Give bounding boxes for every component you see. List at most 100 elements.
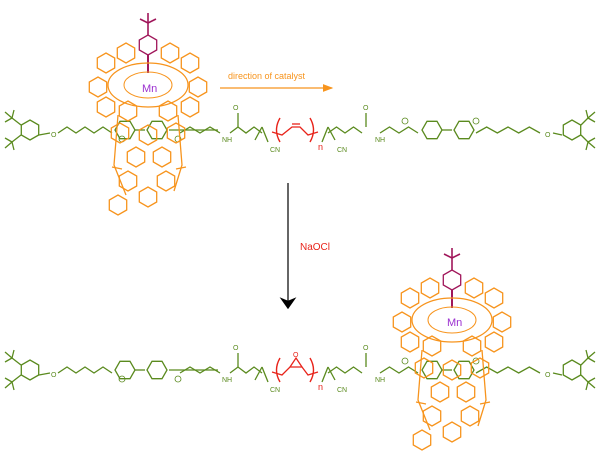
alkene-backbone	[271, 126, 319, 136]
repeat-bracket-left	[275, 117, 281, 143]
positive-charge-icon	[401, 357, 409, 365]
macrocycle-phenyl-ring	[442, 359, 462, 381]
macrocycle-phenyl-ring	[156, 170, 176, 192]
bottom-nh-right: NH	[375, 377, 385, 384]
top-ether-o-right: O	[545, 132, 551, 139]
macrocycle-phenyl-ring	[160, 42, 180, 64]
macrocycle-linker	[477, 349, 487, 427]
methyl-bond	[254, 126, 263, 141]
pentyl-linker-right	[475, 126, 541, 134]
porphyrin-core-inner	[123, 71, 173, 99]
bottom-amide-o-right: O	[363, 345, 369, 352]
top-nh-right: NH	[375, 137, 385, 144]
cyano-bond	[321, 126, 329, 143]
methyl-bond	[327, 366, 336, 381]
tert-butyl-group	[11, 381, 15, 391]
macrocycle-phenyl-ring	[180, 96, 200, 118]
epoxide-backbone	[271, 366, 319, 376]
cyano-bond	[321, 366, 329, 383]
succinyl-linker-right	[327, 126, 363, 134]
bottom-amide-o-left: O	[233, 345, 239, 352]
succinyl-linker-left	[229, 366, 263, 374]
tert-butyl-group	[585, 109, 589, 119]
tert-butyl-group	[585, 349, 589, 359]
macrocycle-phenyl-ring	[412, 429, 432, 451]
macrocycle-phenyl-ring	[118, 170, 138, 192]
bottom-ether-o-left: O	[51, 372, 57, 379]
tert-butyl-group	[11, 141, 15, 151]
pyridinium-ring-right-2	[453, 120, 475, 140]
macrocycle-phenyl-ring	[108, 194, 128, 216]
ether-bond	[38, 372, 51, 376]
positive-charge-icon	[174, 375, 182, 383]
tert-butylpyridine-ring	[442, 269, 462, 291]
top-nh-left: NH	[222, 137, 232, 144]
cyano-bond	[261, 366, 269, 383]
macrocycle-linker	[173, 114, 183, 192]
macrocycle-phenyl-ring	[462, 335, 482, 357]
macrocycle-phenyl-ring	[484, 331, 504, 353]
methyl-bond	[254, 366, 263, 381]
pyridinium-ring-left-2	[146, 360, 168, 380]
top-amide-o-right: O	[363, 105, 369, 112]
bottom-rotaxane	[4, 248, 596, 451]
macrocycle-phenyl-ring	[138, 124, 158, 146]
porphyrin-core	[107, 62, 189, 108]
propyl-linker-right	[379, 126, 419, 134]
tert-butyl-group	[585, 381, 589, 391]
tert-butyl-group	[587, 117, 596, 123]
pentyl-linker-left	[57, 126, 113, 134]
macrocycle-phenyl-ring	[420, 277, 440, 299]
top-amide-o-left: O	[233, 105, 239, 112]
propyl-linker-right	[379, 366, 419, 374]
macrocycle-phenyl-ring	[96, 96, 116, 118]
epoxide-ring	[289, 356, 303, 368]
propyl-linker-left	[179, 126, 221, 134]
tert-butyl-group	[4, 137, 13, 143]
di-tert-butylphenyl-ring-left	[20, 119, 40, 141]
di-tert-butylphenyl-ring-left	[20, 359, 40, 381]
macrocycle-phenyl-ring	[88, 76, 108, 98]
ether-bond	[552, 132, 563, 136]
macrocycle-phenyl-ring	[492, 311, 512, 333]
porphyrin-core	[411, 297, 493, 343]
bottom-metal-label: Mn	[447, 317, 462, 329]
macrocycle-phenyl-ring	[116, 42, 136, 64]
macrocycle-phenyl-ring	[166, 122, 186, 144]
macrocycle-phenyl-ring	[126, 146, 146, 168]
repeat-bracket-left	[275, 357, 281, 383]
positive-charge-icon	[472, 357, 480, 365]
carbonyl-group	[415, 401, 427, 405]
pyridinium-ring-right-2	[453, 360, 475, 380]
macrocycle-phenyl-ring	[96, 52, 116, 74]
tert-butyl-group	[587, 357, 596, 363]
macrocycle-phenyl-ring	[138, 186, 158, 208]
tert-butylpyridine-ring	[138, 34, 158, 56]
macrocycle-phenyl-ring	[400, 331, 420, 353]
macrocycle-phenyl-ring	[158, 100, 178, 122]
macrocycle-phenyl-ring	[422, 405, 442, 427]
top-metal-label: Mn	[142, 83, 157, 95]
macrocycle-phenyl-ring	[414, 357, 434, 379]
positive-charge-icon	[472, 117, 480, 125]
macrocycle-phenyl-ring	[470, 357, 490, 379]
tert-butyl-group	[4, 357, 13, 363]
macrocycle-phenyl-ring	[430, 381, 450, 403]
tert-butyl-group	[11, 109, 15, 119]
macrocycle-phenyl-ring	[484, 287, 504, 309]
bottom-nh-left: NH	[222, 377, 232, 384]
carbonyl-group	[479, 401, 491, 405]
top-cn-left: CN	[270, 147, 280, 154]
carbonyl-group	[111, 166, 123, 170]
macrocycle-phenyl-ring	[400, 287, 420, 309]
ether-bond	[38, 132, 51, 136]
bottom-epoxide-o: O	[293, 352, 299, 359]
ether-bond	[552, 372, 563, 376]
macrocycle-phenyl-ring	[460, 405, 480, 427]
pyridinium-ring-right-1	[421, 120, 443, 140]
succinyl-linker-left	[229, 126, 263, 134]
tert-butyl-group	[587, 137, 596, 143]
macrocycle-phenyl-ring	[188, 76, 208, 98]
macrocycle-phenyl-ring	[110, 122, 130, 144]
